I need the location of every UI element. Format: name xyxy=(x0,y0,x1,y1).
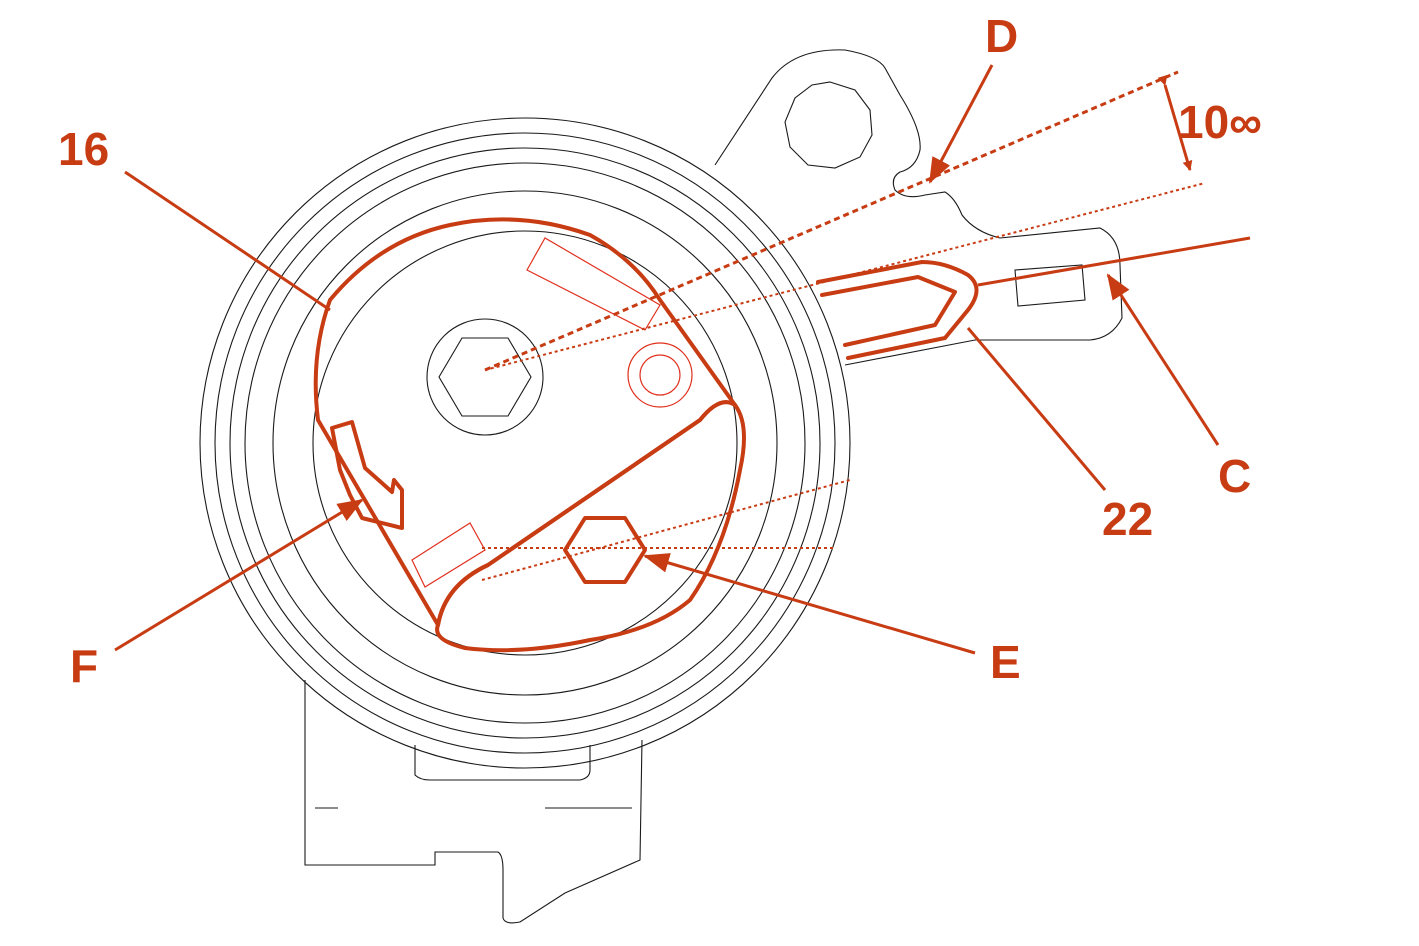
label-D: D xyxy=(985,10,1018,62)
leader-F xyxy=(114,498,364,652)
adjuster-hexagon-icon xyxy=(563,516,647,584)
mount-bolt-hole xyxy=(784,81,873,169)
reference-lines xyxy=(481,70,1251,581)
center-bolt-icon xyxy=(438,337,532,417)
tensioner-pointer-arm xyxy=(816,260,979,360)
leader-E xyxy=(643,553,976,655)
label-22: 22 xyxy=(1102,493,1153,545)
bracket-housing xyxy=(714,49,1123,366)
rotation-direction-arrow-icon xyxy=(330,420,404,530)
leader-22 xyxy=(966,327,1107,491)
leader-16 xyxy=(124,170,331,312)
tensioner-eccentric-lobe xyxy=(435,400,746,653)
angle-dimension-arrow xyxy=(1157,74,1193,171)
label-C: C xyxy=(1218,450,1251,502)
tensioner-eccentric-plate xyxy=(313,217,737,627)
center-bolt-washer xyxy=(426,318,544,436)
base-bracket xyxy=(304,680,643,924)
red-detail-outlines xyxy=(411,237,693,588)
pulley-rings xyxy=(199,117,851,769)
label-F: F xyxy=(70,640,98,692)
leader-C xyxy=(1106,273,1220,446)
leader-D xyxy=(928,64,994,184)
label-16: 16 xyxy=(58,123,109,175)
label-angle: 10∞ xyxy=(1178,96,1262,148)
label-E: E xyxy=(990,636,1021,688)
